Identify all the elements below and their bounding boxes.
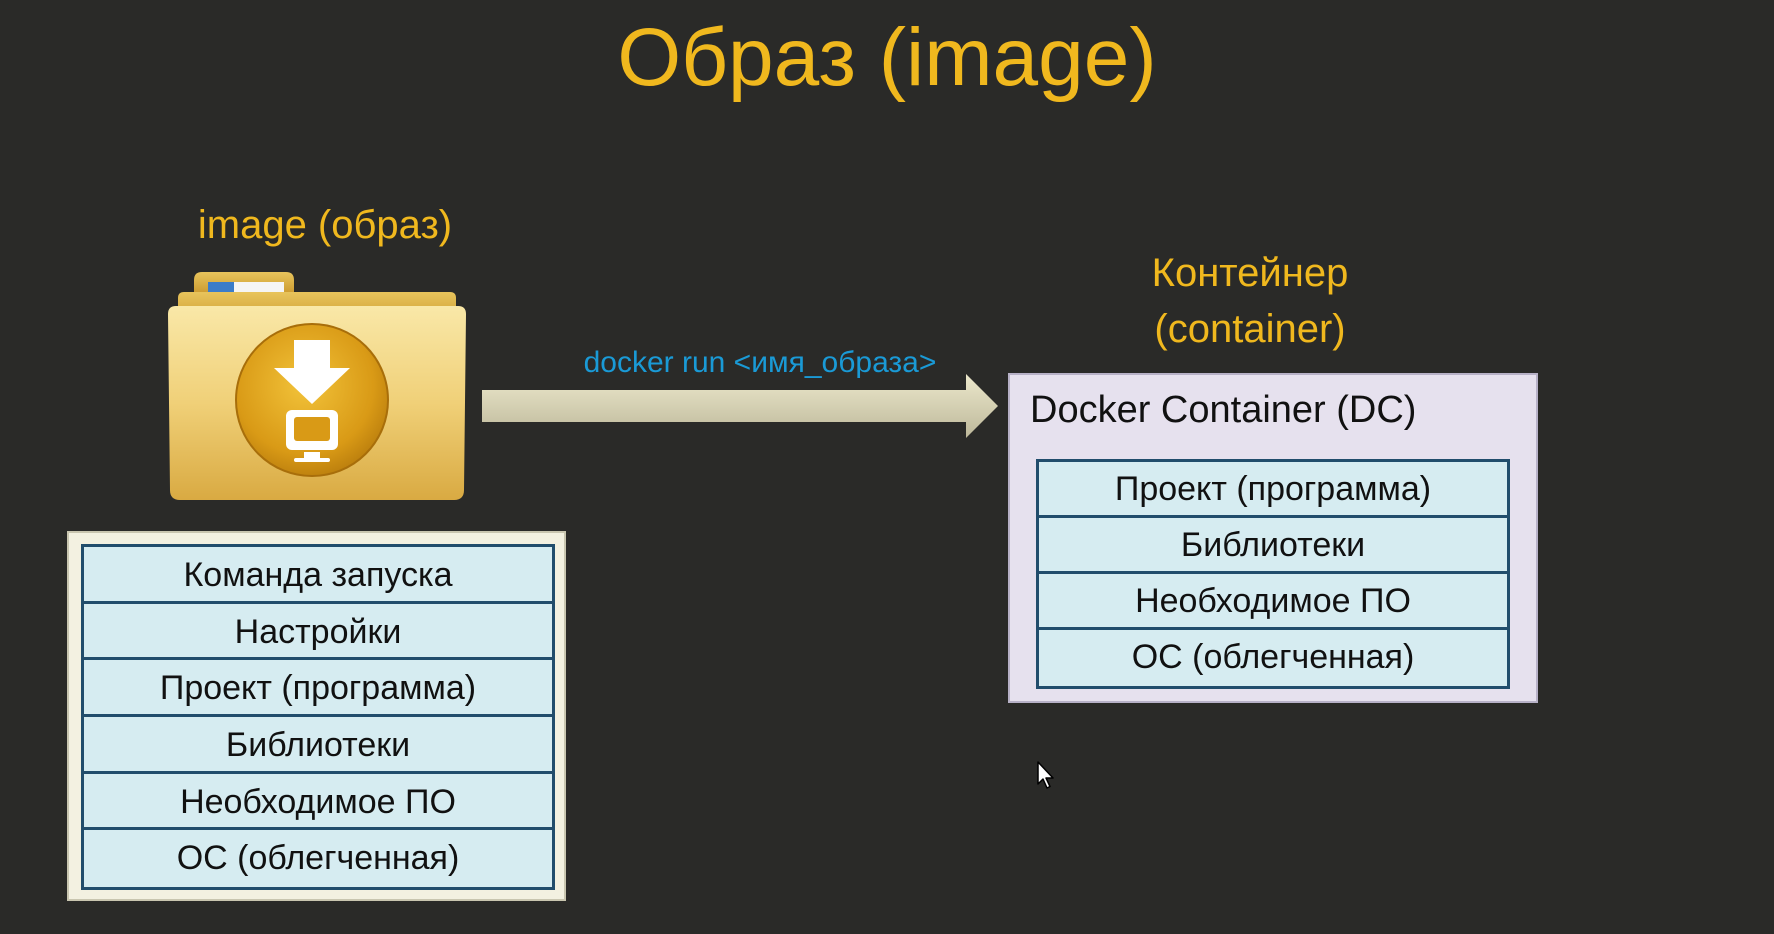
image-label: image (образ)	[197, 203, 453, 247]
container-layer-libraries: Библиотеки	[1039, 518, 1507, 574]
image-layer-project: Проект (программа)	[84, 660, 552, 718]
container-label: Контейнер (container)	[1080, 245, 1420, 357]
slide-title: Образ (image)	[617, 12, 1157, 103]
image-layer-libraries: Библиотеки	[84, 717, 552, 774]
docker-container-title: Docker Container (DC)	[1030, 389, 1417, 431]
container-layers-stack: Проект (программа) Библиотеки Необходимо…	[1036, 459, 1510, 689]
docker-run-command: docker run <имя_образа>	[583, 346, 937, 379]
container-layer-os: ОС (облегченная)	[1131, 638, 1415, 676]
image-layer-settings: Настройки	[84, 604, 552, 661]
right-arrow-icon	[482, 374, 998, 438]
container-layer-required-software: Необходимое ПО	[1039, 574, 1507, 630]
container-layer-project: Проект (программа)	[1039, 462, 1507, 518]
docker-container-box: Docker Container (DC) Проект (программа)…	[1008, 373, 1538, 703]
image-layers-stack: Команда запуска Настройки Проект (програ…	[81, 544, 555, 890]
container-label-line2: (container)	[1154, 307, 1346, 351]
image-layers-frame: Команда запуска Настройки Проект (програ…	[67, 531, 566, 901]
mouse-pointer-icon	[1037, 761, 1054, 789]
image-layer-launch-command: Команда запуска	[84, 547, 552, 604]
download-folder-icon	[168, 272, 466, 500]
image-layer-os: ОС (облегченная)	[176, 839, 460, 878]
image-layer-required-software: Необходимое ПО	[84, 774, 552, 831]
container-label-line1: Контейнер	[1151, 251, 1349, 295]
